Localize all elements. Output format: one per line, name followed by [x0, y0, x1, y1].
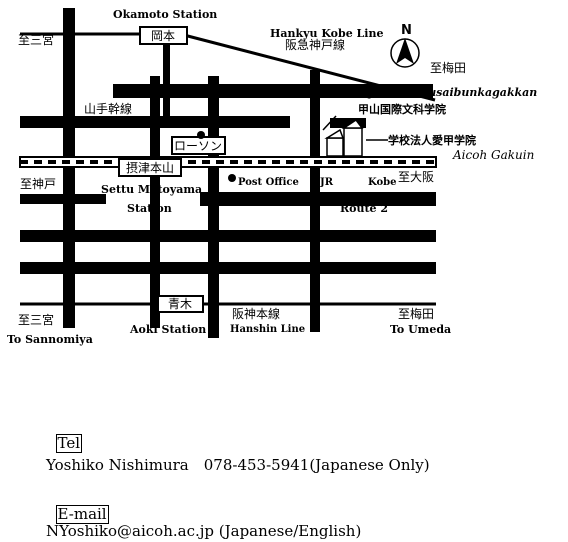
yamate-kansen-label: 山手幹線 — [84, 101, 132, 116]
to-sannomiya-en: To Sannomiya — [7, 333, 93, 346]
settsu-motoyama-jp: 摂津本山 — [126, 160, 174, 175]
tel-label: Tel — [55, 434, 83, 453]
north-label: N — [401, 23, 412, 38]
route-2-road — [200, 192, 436, 206]
to-umeda-en: To Umeda — [390, 323, 451, 336]
post-office-dot — [228, 174, 236, 182]
hankyu-line-jp: 阪急神戸線 — [285, 37, 345, 52]
okamoto-station-jp: 岡本 — [151, 29, 175, 43]
post-office-label: Post Office — [238, 177, 299, 188]
email-label-row: E-mail — [46, 487, 109, 524]
school-name-jp: 学校法人愛甲学院 — [388, 133, 476, 147]
yamate-kansen-road — [20, 116, 290, 128]
north-arrow-icon: N — [390, 23, 420, 68]
road-horizontal-1 — [113, 84, 433, 98]
to-umeda-top: 至梅田 — [430, 60, 466, 75]
tel-line: Yoshiko Nishimura 078-453-5941(Japanese … — [46, 456, 430, 474]
aicoh-gakuin-label: Aicoh Gakuin — [452, 148, 534, 162]
kobe-label: Kobe — [368, 177, 397, 188]
kabutoyama-jp: 甲山国際文科学院 — [358, 102, 446, 116]
aoki-station-marker: 青木 — [157, 295, 204, 313]
email-line[interactable]: NYoshiko@aicoh.ac.jp (Japanese/English) — [46, 522, 362, 540]
to-kobe-label: 至神戸 — [20, 177, 56, 191]
tel-label-row: Tel — [46, 416, 83, 453]
road-vertical-2 — [150, 76, 160, 328]
to-sannomiya-top: 至三宮 — [18, 32, 54, 47]
lawson-label: ローソン — [174, 139, 222, 153]
hanshin-line-jp: 阪神本線 — [232, 306, 280, 321]
settsu-motoyama-label-2: Station — [127, 202, 172, 215]
hankyu-line-label: Hankyu Kobe Line — [270, 27, 383, 40]
road-horizontal-5 — [20, 262, 436, 274]
settsu-motoyama-station-marker: 摂津本山 — [118, 158, 182, 177]
to-sannomiya-bottom: 至三宮 — [18, 312, 54, 327]
road-vertical-3 — [163, 40, 170, 120]
lawson-marker: ローソン — [171, 131, 226, 155]
kabutoyama-label: Kabutoyama Kokusaibunkagakkan — [322, 86, 537, 99]
settsu-motoyama-label-1: Settu Motoyama — [101, 183, 202, 196]
to-umeda-bottom: 至梅田 — [398, 306, 434, 321]
area-map: 岡本 摂津本山 青木 ローソン N Okamoto Station Hankyu… — [7, 8, 537, 346]
okamoto-station-label: Okamoto Station — [113, 8, 217, 21]
road-vertical-4 — [208, 76, 219, 338]
aoki-station-jp: 青木 — [168, 297, 192, 311]
hanshin-line-label: Hanshin Line — [230, 324, 305, 335]
aoki-station-label: Aoki Station — [129, 323, 206, 336]
jr-label: JR — [319, 177, 334, 188]
road-horizontal-3 — [20, 194, 106, 204]
school-pointer — [322, 115, 337, 131]
to-osaka-label: 至大阪 — [398, 170, 434, 184]
okamoto-station-marker: 岡本 — [139, 26, 188, 45]
road-horizontal-2 — [330, 118, 366, 128]
jr-line — [19, 156, 437, 168]
road-horizontal-4 — [20, 230, 436, 242]
route-2-label: Route 2 — [340, 202, 388, 215]
email-label: E-mail — [55, 505, 109, 524]
school-building-icon — [324, 118, 364, 157]
